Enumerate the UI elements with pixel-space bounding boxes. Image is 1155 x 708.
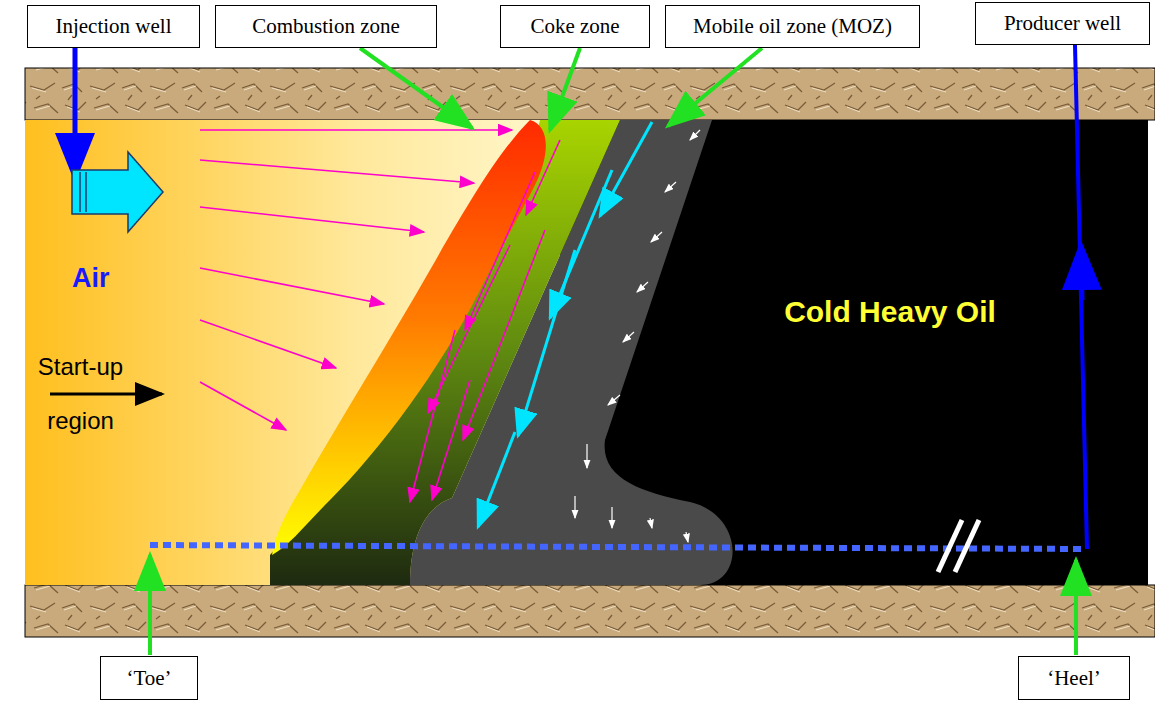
label-text: Producer well bbox=[986, 9, 1139, 38]
well-end-label: ‘Heel’ bbox=[1018, 656, 1130, 700]
label-text: Injection well bbox=[38, 12, 189, 41]
well-label: Injection well bbox=[27, 5, 200, 48]
label-text: Combustion zone bbox=[226, 12, 426, 41]
zone-label: Combustion zone bbox=[215, 5, 437, 48]
air-label: Air bbox=[72, 262, 142, 294]
zone-label: Mobile oil zone (MOZ) bbox=[665, 5, 920, 48]
region-label: Start-up region bbox=[18, 340, 143, 448]
well-label: Producer well bbox=[975, 2, 1150, 45]
label-text: ‘Toe’ bbox=[111, 663, 187, 693]
oil-label: Cold Heavy Oil bbox=[775, 292, 1005, 332]
well-end-label: ‘Toe’ bbox=[100, 656, 198, 700]
label-text: Mobile oil zone (MOZ) bbox=[676, 12, 909, 41]
label-text: ‘Heel’ bbox=[1029, 663, 1119, 693]
label-text: Coke zone bbox=[511, 12, 639, 41]
zone-label: Coke zone bbox=[500, 5, 650, 48]
